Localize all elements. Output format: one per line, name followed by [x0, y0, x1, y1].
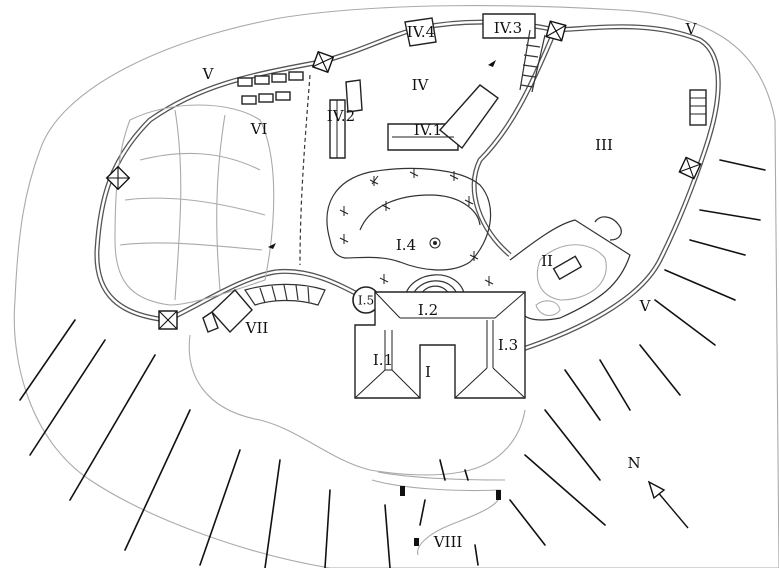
- label-iii: III: [595, 136, 613, 154]
- field-plots: [114, 104, 275, 306]
- label-iv-4: IV.4: [407, 23, 435, 41]
- building-iv-4: [404, 17, 437, 47]
- stable-rows: [237, 71, 304, 105]
- garden-i-4: [326, 167, 494, 286]
- label-i: I: [425, 363, 431, 381]
- pond-marker: [268, 243, 276, 249]
- label-ii: II: [541, 252, 553, 270]
- boundary-dashed-line: [299, 74, 311, 266]
- label-v-top-left: V: [202, 65, 215, 83]
- label-vii: VII: [245, 319, 269, 337]
- building-iv-2: [329, 79, 363, 159]
- label-north: N: [627, 454, 640, 472]
- label-i-3: I.3: [498, 336, 518, 354]
- well-marker: [488, 60, 496, 67]
- label-iv-3: IV.3: [494, 19, 522, 37]
- ramp-iii: [689, 89, 707, 126]
- label-iv: IV: [412, 76, 430, 94]
- label-v-right: V: [639, 297, 652, 315]
- label-i-2: I.2: [418, 301, 438, 319]
- tower-icon: [105, 20, 702, 330]
- label-i-4: I.4: [396, 236, 416, 254]
- label-viii: VIII: [433, 533, 463, 551]
- garden-ii: [509, 216, 631, 321]
- terrain-boundary: [13, 5, 779, 568]
- building-iv-1: [387, 84, 499, 151]
- approach-path: [188, 334, 526, 556]
- label-i-5: I.5: [358, 294, 374, 308]
- palace-i: [354, 291, 526, 399]
- label-v-top-right: V: [685, 20, 698, 38]
- label-iv-2: IV.2: [327, 107, 355, 125]
- slope-hachures: [19, 159, 766, 568]
- label-vi: VI: [250, 120, 268, 138]
- north-arrow-icon: [647, 480, 689, 529]
- building-iv-3: [482, 13, 546, 93]
- label-i-1: I.1: [373, 351, 393, 369]
- gate-vii: [202, 283, 326, 334]
- label-iv-1: IV.1: [414, 121, 442, 139]
